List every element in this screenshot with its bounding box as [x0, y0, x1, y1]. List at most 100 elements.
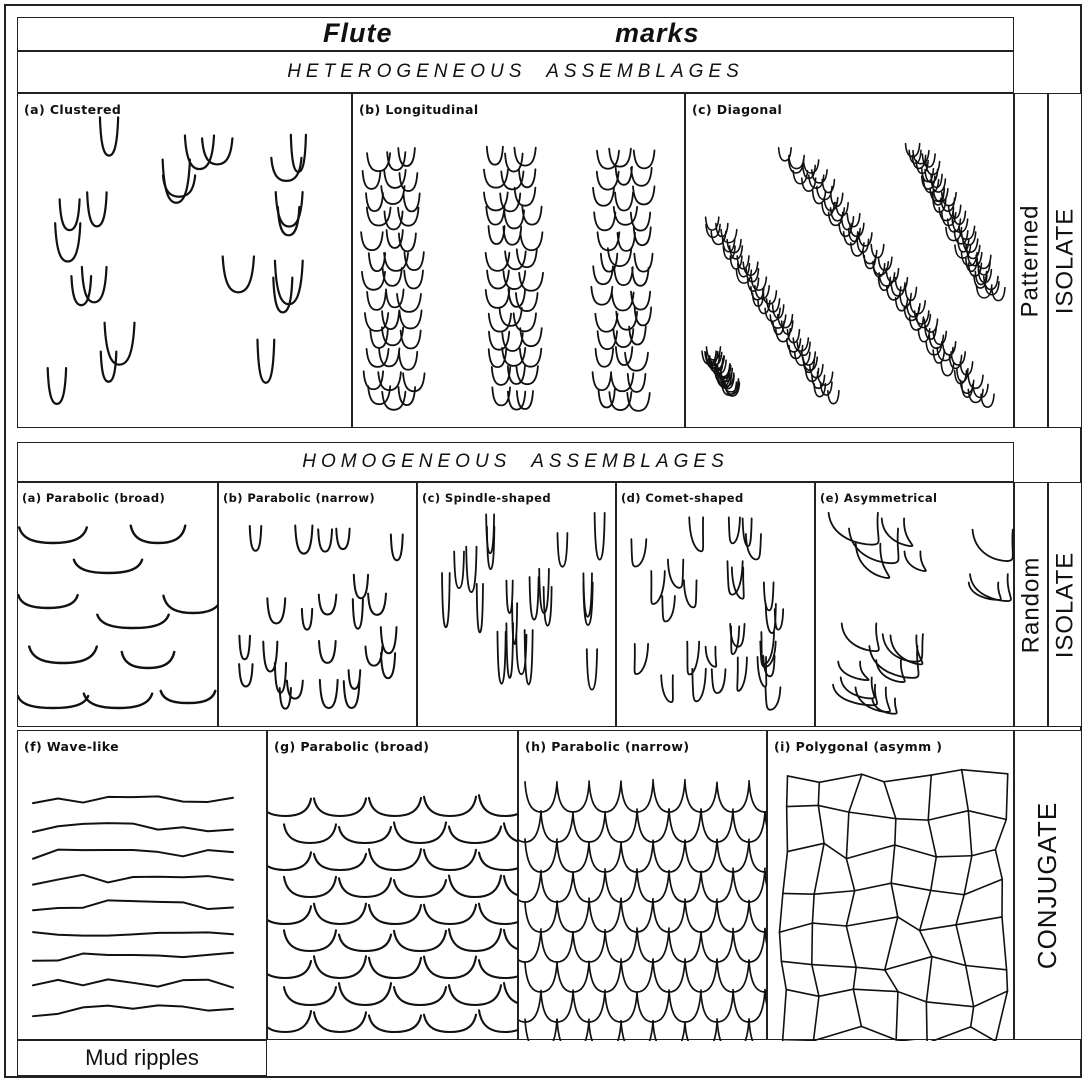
flute-mark — [589, 1023, 621, 1041]
parabolic-broad-flutes-drawing — [18, 483, 219, 728]
flute-mark — [605, 869, 637, 902]
flute-mark — [931, 857, 937, 891]
side-label-random: Random — [1014, 482, 1048, 727]
flute-mark — [284, 824, 336, 843]
flute-mark — [593, 372, 612, 390]
flute-mark — [910, 301, 925, 314]
flute-mark — [856, 967, 885, 970]
flute-mark — [487, 147, 503, 165]
flute-mark — [813, 1026, 861, 1040]
flute-mark — [477, 584, 483, 633]
flute-mark — [781, 961, 786, 989]
flute-mark — [669, 932, 701, 962]
flute-mark — [885, 957, 932, 970]
flute-mark — [653, 960, 685, 992]
flute-mark — [884, 782, 896, 819]
flute-mark — [250, 526, 261, 551]
flute-mark — [862, 774, 884, 782]
flute-mark — [611, 373, 633, 391]
mud-ripples-box: Mud ripples — [17, 1040, 267, 1076]
flute-mark — [442, 573, 450, 627]
flute-mark — [594, 212, 615, 230]
spindle-flutes-drawing — [418, 483, 617, 728]
homogeneous-heading: HOMOGENEOUS ASSEMBLAGES — [302, 451, 729, 473]
flute-mark — [449, 827, 501, 843]
flute-mark — [895, 819, 896, 845]
flute-mark — [609, 149, 631, 167]
flute-mark — [685, 899, 717, 932]
flute-mark — [787, 843, 824, 851]
title-word-flute: Flute — [323, 18, 393, 49]
flute-mark — [616, 312, 637, 330]
flute-mark — [964, 856, 972, 895]
panel-wave-like: (f) Wave-like — [17, 730, 267, 1040]
flute-mark — [692, 669, 705, 702]
flute-mark — [557, 784, 589, 812]
flute-mark — [403, 373, 424, 391]
flute-mark — [786, 990, 819, 997]
flute-mark — [668, 560, 683, 588]
flute-mark — [319, 641, 336, 663]
flute-mark — [314, 854, 366, 870]
flute-mark — [653, 840, 685, 872]
flute-mark — [814, 891, 855, 894]
flute-mark — [733, 868, 765, 902]
flute-mark — [275, 261, 303, 304]
flute-mark — [424, 957, 476, 978]
flute-mark — [82, 267, 107, 302]
flute-mark — [33, 979, 233, 987]
flute-mark — [662, 596, 675, 622]
flute-mark — [920, 925, 956, 931]
title-box: Flute marks — [17, 17, 1014, 51]
flute-mark — [846, 812, 848, 859]
flute-mark — [517, 249, 537, 267]
flute-mark — [996, 991, 1008, 1041]
flute-mark — [589, 843, 621, 872]
flute-mark — [454, 551, 464, 588]
flute-mark — [314, 1012, 366, 1032]
flute-mark — [398, 148, 415, 166]
flute-mark — [972, 850, 996, 856]
flute-mark — [631, 168, 652, 186]
flute-mark — [936, 856, 972, 857]
flute-mark — [787, 776, 788, 807]
flute-mark — [424, 905, 476, 924]
flute-mark — [846, 917, 897, 926]
flute-mark — [401, 330, 421, 348]
flute-mark — [701, 809, 733, 842]
flute-mark — [519, 990, 541, 1022]
flute-mark — [819, 774, 862, 782]
flute-mark — [367, 292, 386, 310]
flute-mark — [685, 1023, 717, 1041]
flute-mark — [783, 893, 814, 894]
flute-mark — [928, 820, 936, 857]
heterogeneous-heading: HETEROGENEOUS ASSEMBLAGES — [287, 61, 744, 83]
flute-mark — [504, 930, 519, 951]
flute-mark — [746, 534, 761, 559]
flute-mark — [339, 878, 391, 897]
flute-mark — [399, 310, 421, 328]
flute-mark — [557, 1019, 589, 1041]
flute-mark — [898, 992, 926, 1002]
flute-mark — [803, 160, 818, 173]
flute-mark — [1006, 774, 1007, 820]
flute-mark — [595, 513, 605, 560]
flute-mark — [685, 840, 717, 872]
flute-mark — [381, 627, 397, 653]
flute-mark — [33, 953, 233, 961]
flute-mark — [818, 782, 819, 805]
flute-mark — [530, 577, 539, 620]
flute-mark — [101, 352, 117, 382]
flute-mark — [369, 849, 421, 870]
flute-mark — [541, 873, 573, 902]
flute-mark — [896, 819, 928, 820]
flute-mark — [891, 845, 895, 883]
flute-mark — [394, 987, 446, 1005]
flute-mark — [684, 580, 697, 607]
flute-mark — [541, 812, 573, 842]
flute-mark — [516, 293, 538, 311]
panel-parabolic-narrow-random: (b) Parabolic (narrow) — [218, 482, 417, 727]
flute-mark — [386, 289, 404, 307]
flute-mark — [516, 366, 538, 384]
flute-mark — [84, 694, 152, 708]
